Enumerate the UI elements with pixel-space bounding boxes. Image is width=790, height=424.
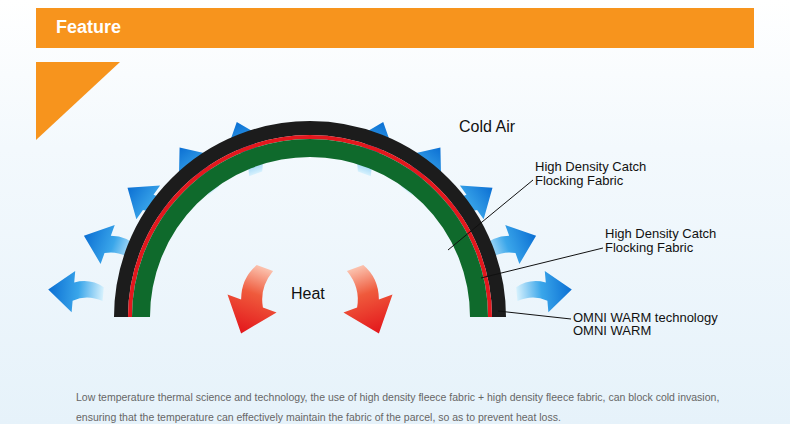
layer-label: High Density Catch Flocking Fabric <box>535 160 663 188</box>
heat-arrow <box>331 259 404 342</box>
layer-label: OMNI WARM technology OMNI WARM <box>573 311 745 337</box>
cold-arrow <box>46 269 105 315</box>
outer-layer <box>121 128 499 317</box>
corner-triangle <box>36 62 120 140</box>
cold-arrow <box>515 269 574 315</box>
cold-air-label: Cold Air <box>459 117 515 136</box>
red-layer <box>130 137 490 317</box>
heat-arrow <box>217 259 290 342</box>
dome-layers <box>121 128 499 317</box>
header-bar <box>36 8 754 48</box>
leader-line <box>498 311 571 319</box>
leader-line <box>448 180 533 250</box>
caption: Low temperature thermal science and tech… <box>76 387 726 424</box>
green-layer <box>141 148 479 317</box>
heat-label: Heat <box>291 284 325 303</box>
page-title: Feature <box>56 16 121 38</box>
heat-arrows <box>217 259 404 342</box>
leader-lines <box>448 180 603 319</box>
layer-label: High Density Catch Flocking Fabric <box>605 227 733 255</box>
leader-line <box>481 248 603 278</box>
